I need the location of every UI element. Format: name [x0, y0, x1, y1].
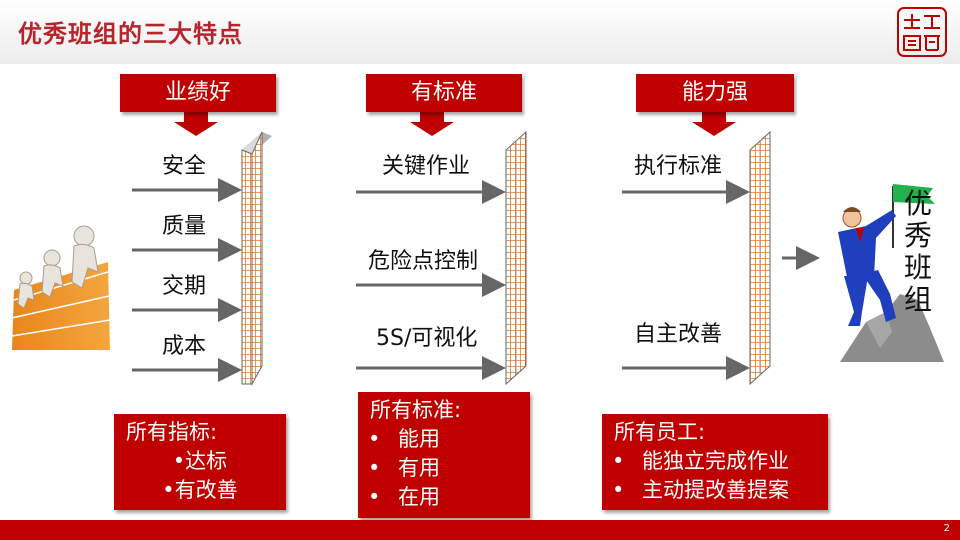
summary-item: •能用 — [368, 427, 440, 451]
heading-standard: 有标准 — [366, 74, 522, 112]
wall-grid-3 — [749, 130, 771, 386]
result-char: 组 — [903, 283, 932, 316]
summary-item: •有用 — [368, 456, 440, 480]
summary-item: •有改善 — [162, 478, 238, 502]
summary-item: •能独立完成作业 — [612, 449, 789, 473]
summary-box-standards: 所有标准: •能用 •有用 •在用 — [358, 392, 530, 518]
page-number: 2 — [943, 523, 950, 534]
item-self-improvement: 自主改善 — [634, 322, 723, 347]
result-char: 优 — [903, 187, 932, 220]
heading-performance: 业绩好 — [120, 74, 276, 112]
summary-box-employees: 所有员工: •能独立完成作业 •主动提改善提案 — [602, 414, 828, 510]
summary-title: 所有指标: — [126, 420, 218, 444]
result-label: 优 秀 班 组 — [898, 188, 938, 316]
item-5s-visual: 5S/可视化 — [376, 326, 478, 351]
result-char: 班 — [903, 251, 932, 284]
item-quality: 质量 — [162, 214, 207, 239]
header-bar: 优秀班组的三大特点 — [0, 0, 960, 64]
heading-down-arrow-3 — [692, 112, 736, 136]
heading-down-arrow-2 — [410, 112, 454, 136]
item-key-operations: 关键作业 — [382, 154, 471, 179]
heading-capability: 能力强 — [636, 74, 794, 112]
result-char: 秀 — [903, 219, 932, 252]
item-execute-standards: 执行标准 — [634, 154, 723, 179]
item-hazard-control: 危险点控制 — [368, 249, 479, 274]
summary-title: 所有标准: — [370, 398, 462, 422]
summary-item: •达标 — [172, 449, 228, 473]
wall-grid-1 — [241, 131, 272, 386]
summary-title: 所有员工: — [614, 420, 706, 444]
heading-down-arrow-1 — [174, 112, 218, 136]
item-safety: 安全 — [162, 154, 207, 179]
summary-item: •主动提改善提案 — [612, 478, 789, 502]
summary-box-indicators: 所有指标: •达标 •有改善 — [114, 414, 286, 510]
runners-illustration — [11, 225, 111, 350]
wall-grid-2 — [505, 130, 527, 386]
footer-bar: 2 — [0, 520, 960, 540]
item-delivery: 交期 — [162, 274, 207, 299]
item-cost: 成本 — [162, 334, 207, 359]
summary-item: •在用 — [368, 485, 440, 509]
page-title: 优秀班组的三大特点 — [18, 20, 243, 48]
climber-illustration — [838, 184, 944, 362]
seal-logo — [897, 7, 947, 57]
